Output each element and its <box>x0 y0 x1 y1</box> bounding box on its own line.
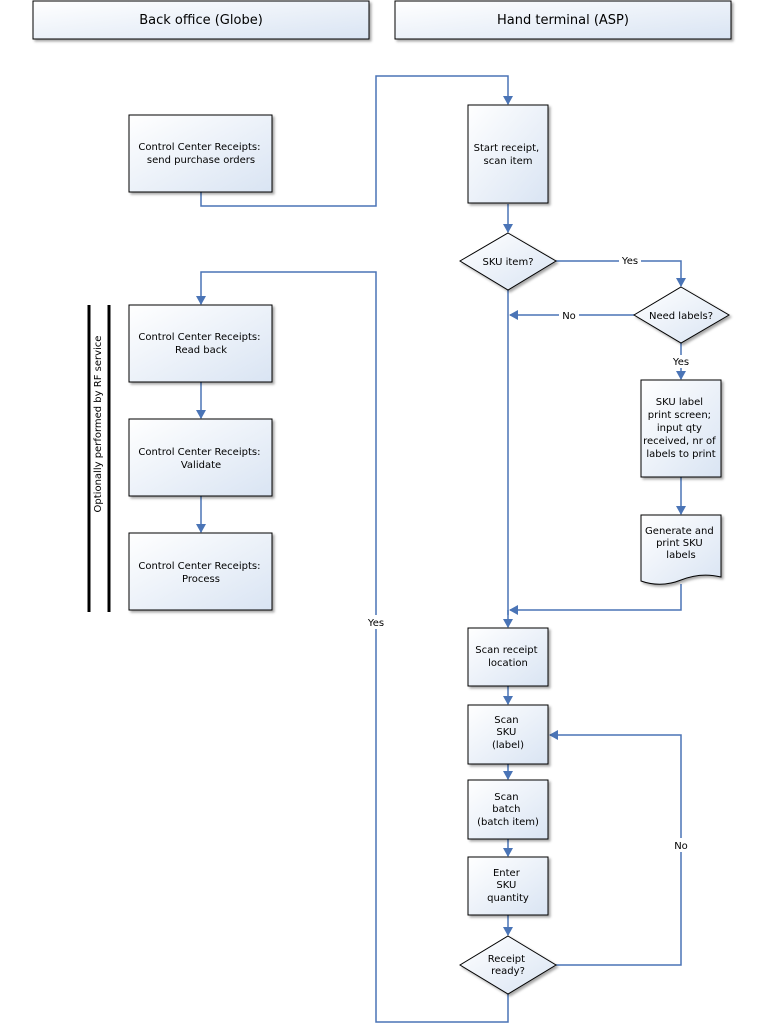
node-scan-batch-line2: batch <box>492 804 520 815</box>
lane-header-back-office: Back office (Globe) <box>32 0 370 40</box>
svg-text:Control Center Receipts:: Control Center Receipts: Read back <box>138 332 263 356</box>
node-send-purchase-orders-line2: send purchase orders <box>147 155 255 166</box>
node-start-receipt-line1: Start receipt, <box>474 143 540 154</box>
edge-label-ready-no: No <box>674 841 688 852</box>
node-sku-label-screen: SKU label print screen; input qty receiv… <box>640 379 722 478</box>
svg-text:Scan receipt location: Scan receipt location <box>475 645 540 669</box>
node-send-purchase-orders-line1: Control Center Receipts: <box>138 142 260 153</box>
edge-label-labels-yes: Yes <box>672 357 689 368</box>
rf-service-note: Optionally performed by RF service <box>93 336 104 513</box>
edge-label-ready-yes: Yes <box>367 618 384 629</box>
node-sku-label-screen-line5: labels to print <box>646 449 715 460</box>
node-send-purchase-orders: Control Center Receipts: send purchase o… <box>128 114 273 193</box>
svg-text:Receipt ready?: Receipt ready? <box>488 954 529 977</box>
edge-label-labels-no: No <box>562 311 576 322</box>
node-need-labels-decision: Need labels? <box>633 286 730 344</box>
svg-text:Scan batch (batch: Scan batch (batch item) <box>477 792 539 828</box>
node-enter-qty-line2: SKU <box>496 880 516 891</box>
node-scan-batch: Scan batch (batch item) <box>467 779 549 840</box>
node-enter-qty-line3: quantity <box>487 893 529 904</box>
svg-text:Generate and print SKU: Generate and print SKU labels <box>645 526 717 561</box>
node-generate-print-labels: Generate and print SKU labels <box>640 514 722 585</box>
connectors <box>196 75 686 1023</box>
node-need-labels-text: Need labels? <box>649 311 713 322</box>
svg-text:Control Center Receipts:: Control Center Receipts: send purchase o… <box>138 142 263 166</box>
node-scan-sku: Scan SKU (label) <box>467 704 549 765</box>
node-sku-label-screen-line4: received, nr of <box>643 436 716 447</box>
connector-sku-yes <box>556 260 686 287</box>
node-receipt-ready-line2: ready? <box>491 966 525 977</box>
node-scan-location-line1: Scan receipt <box>475 645 537 656</box>
node-scan-sku-line2: SKU <box>496 727 516 738</box>
node-generate-print-line2: print SKU <box>656 538 703 549</box>
svg-text:Enter SKU quantity: Enter SKU quantity <box>487 868 529 904</box>
lane-title-hand-terminal: Hand terminal (ASP) <box>497 13 629 28</box>
node-validate: Control Center Receipts: Validate <box>128 418 273 497</box>
node-scan-batch-line3: (batch item) <box>477 817 539 828</box>
node-receipt-ready-decision: Receipt ready? <box>459 935 557 995</box>
edge-labels: Yes No Yes Yes No <box>364 254 693 852</box>
node-scan-sku-line3: (label) <box>492 740 524 751</box>
node-sku-label-screen-line2: print screen; <box>648 410 711 421</box>
connector-ready-yes <box>196 271 509 1023</box>
node-enter-qty-line1: Enter <box>493 868 521 879</box>
node-generate-print-line3: labels <box>666 550 695 561</box>
node-read-back: Control Center Receipts: Read back <box>128 304 273 383</box>
lane-header-hand-terminal: Hand terminal (ASP) <box>394 0 732 40</box>
rf-service-bracket: Optionally performed by RF service <box>87 305 111 612</box>
node-sku-label-screen-line3: input qty <box>657 423 702 434</box>
node-process: Control Center Receipts: Process <box>128 532 273 611</box>
node-enter-sku-quantity: Enter SKU quantity <box>467 856 549 916</box>
connector-ready-no <box>549 730 682 966</box>
node-scan-sku-line1: Scan <box>494 715 518 726</box>
svg-text:Start receipt, scan item: Start receipt, scan item <box>474 143 543 167</box>
node-start-receipt: Start receipt, scan item <box>467 104 549 204</box>
node-validate-line2: Validate <box>181 460 221 471</box>
connector-generate-back <box>509 584 682 615</box>
svg-text:SKU label print screen;: SKU label print screen; input qty receiv… <box>643 397 719 460</box>
svg-text:Control Center Receipts:: Control Center Receipts: Validate <box>138 447 263 471</box>
node-start-receipt-line2: scan item <box>484 156 533 167</box>
node-sku-item-text: SKU item? <box>482 257 533 268</box>
node-scan-location-line2: location <box>488 658 528 669</box>
node-sku-item-decision: SKU item? <box>459 232 557 291</box>
svg-text:Scan SKU (label): Scan SKU (label) <box>492 715 524 751</box>
node-scan-receipt-location: Scan receipt location <box>467 627 549 687</box>
node-receipt-ready-line1: Receipt <box>488 954 525 965</box>
svg-text:Control Center Receipts:: Control Center Receipts: Process <box>138 561 263 585</box>
edge-label-sku-yes: Yes <box>621 256 638 267</box>
node-read-back-line2: Read back <box>175 345 227 356</box>
node-sku-label-screen-line1: SKU label <box>656 397 703 408</box>
node-validate-line1: Control Center Receipts: <box>138 447 260 458</box>
node-generate-print-line1: Generate and <box>645 526 714 537</box>
node-process-line2: Process <box>182 574 220 585</box>
node-process-line1: Control Center Receipts: <box>138 561 260 572</box>
connector-send-to-start <box>200 75 513 207</box>
node-scan-batch-line1: Scan <box>494 792 518 803</box>
node-read-back-line1: Control Center Receipts: <box>138 332 260 343</box>
lane-title-back-office: Back office (Globe) <box>139 13 263 28</box>
